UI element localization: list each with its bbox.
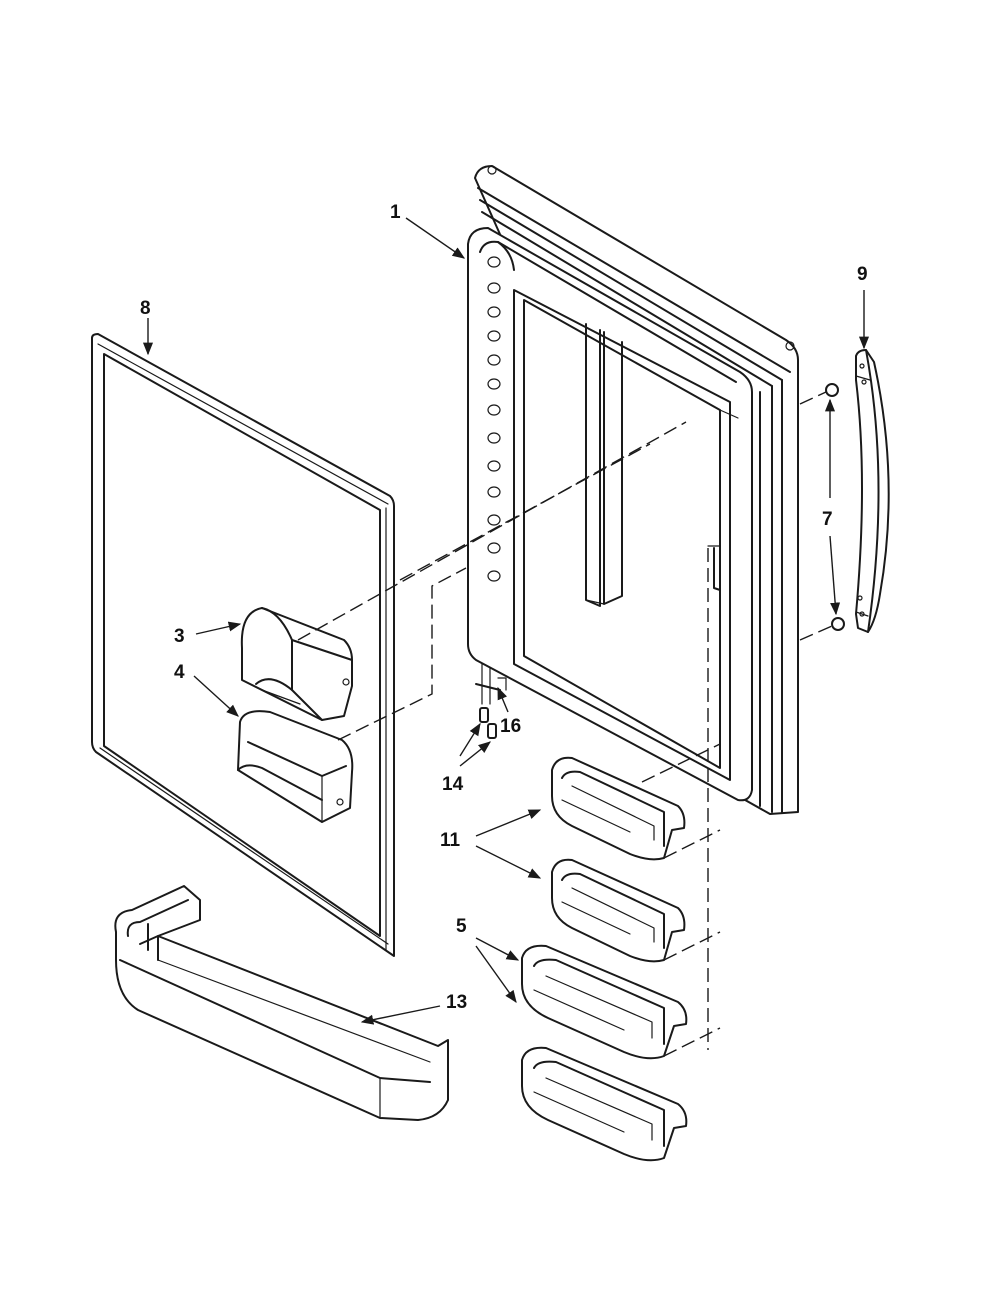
door-handle-part — [855, 349, 890, 633]
door-bin-upper-2 — [551, 858, 686, 963]
callout-13: 13 — [446, 992, 467, 1013]
assembly-lines — [297, 391, 833, 1057]
callout-16: 16 — [500, 716, 521, 737]
callout-11: 11 — [440, 830, 461, 851]
callout-14: 14 — [442, 774, 464, 795]
dairy-cover-part — [240, 607, 353, 721]
door-bin-upper-1 — [551, 756, 686, 861]
callout-8: 8 — [140, 298, 151, 319]
callout-3: 3 — [174, 626, 185, 647]
door-frame-part — [467, 165, 799, 815]
handle-spacers-part — [825, 383, 845, 631]
hinge-screws-part — [475, 663, 507, 739]
callout-labels: 1 8 9 7 3 4 16 14 11 5 13 — [140, 202, 868, 1013]
callout-9: 9 — [857, 264, 868, 285]
dairy-bin-part — [237, 710, 354, 823]
door-bin-lower-1 — [521, 944, 688, 1060]
bottom-shelf-part — [114, 885, 449, 1121]
door-bins — [521, 756, 688, 1162]
callout-7: 7 — [822, 509, 833, 530]
door-bin-lower-2 — [521, 1046, 688, 1162]
callout-4: 4 — [174, 662, 185, 683]
callout-5: 5 — [456, 916, 467, 937]
leader-arrows — [142, 217, 870, 1025]
callout-1: 1 — [390, 202, 401, 223]
